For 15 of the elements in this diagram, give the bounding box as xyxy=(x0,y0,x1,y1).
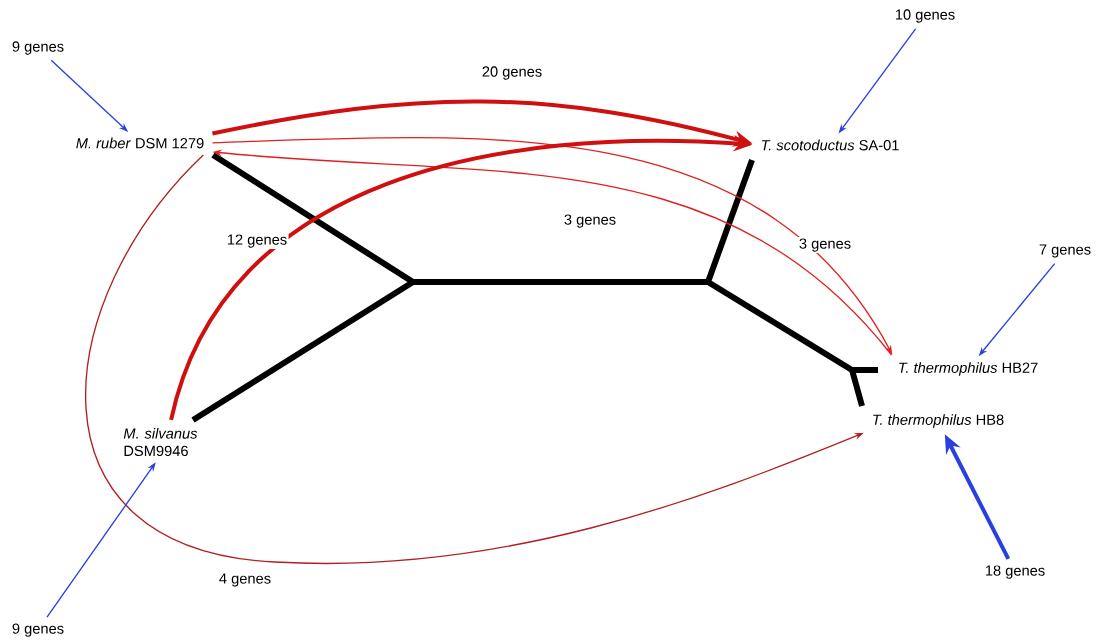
count-label: 7 genes xyxy=(1039,244,1091,258)
edge-label: 3 genes xyxy=(797,237,853,253)
count-label: 9 genes xyxy=(12,41,64,55)
species-label: M. ruber DSM 1279 xyxy=(76,137,204,149)
count-label: 18 genes xyxy=(985,565,1045,579)
species-label: T. thermophilus HB27 xyxy=(899,362,1038,376)
species-label: M. silvanus DSM9946 xyxy=(123,427,198,457)
count-label: 10 genes xyxy=(895,9,955,23)
count-label: 9 genes xyxy=(12,623,64,637)
edge-label: 3 genes xyxy=(562,213,618,229)
edge-label: 12 genes xyxy=(225,233,289,249)
edge-label: 20 genes xyxy=(480,65,544,81)
species-label: T. thermophilus HB8 xyxy=(873,414,1004,428)
species-label: T. scotoductus SA-01 xyxy=(761,139,899,151)
edge-label: 4 genes xyxy=(217,572,273,588)
